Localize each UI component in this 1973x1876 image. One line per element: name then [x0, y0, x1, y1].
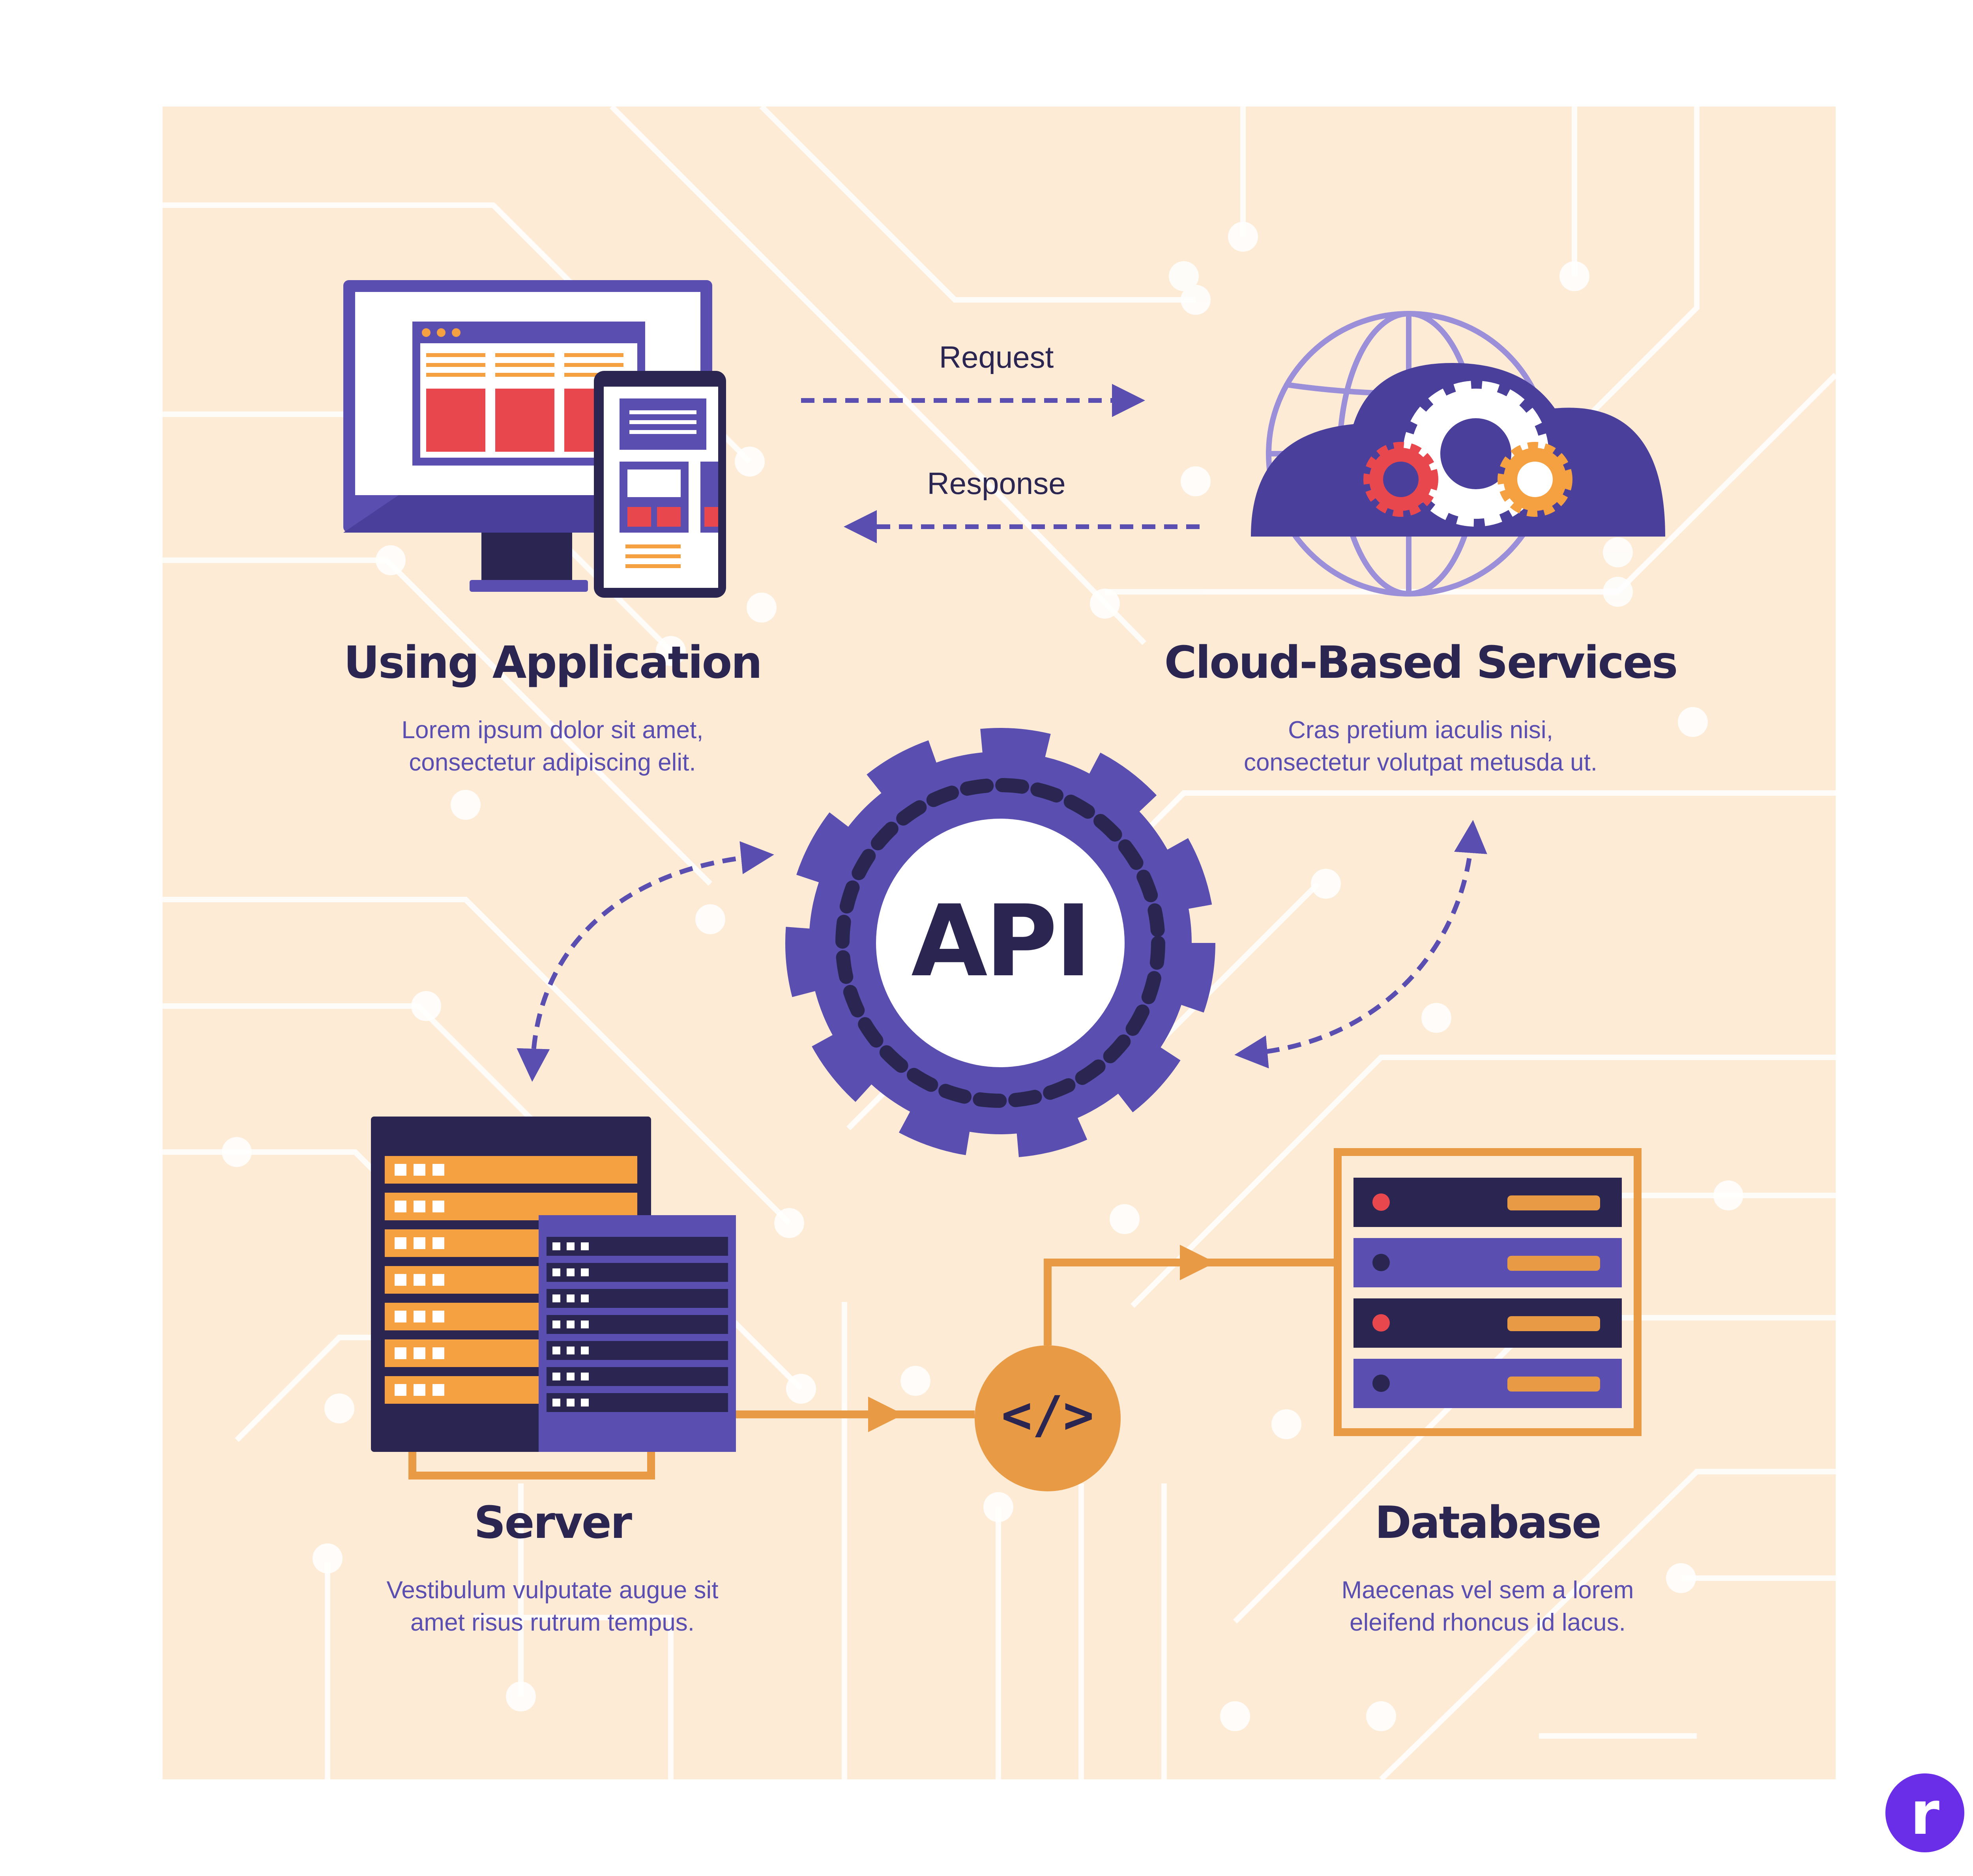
server-illustration: [371, 1117, 736, 1479]
server-light: [395, 1311, 406, 1322]
request-label: Request: [939, 340, 1054, 374]
api-label: API: [911, 884, 1092, 999]
application-illustration: [343, 280, 726, 598]
server-light: [567, 1242, 575, 1250]
server-rack-row: [547, 1289, 728, 1308]
database-title: Database: [1374, 1497, 1602, 1549]
database-status-light: [1372, 1254, 1390, 1271]
server-light: [432, 1237, 444, 1249]
server-light: [432, 1311, 444, 1322]
gear-icon-orange: [1498, 442, 1572, 517]
server-light: [581, 1320, 589, 1328]
server-light: [581, 1373, 589, 1380]
logo-badge: [1885, 1773, 1964, 1852]
database-status-light: [1372, 1375, 1390, 1392]
server-light: [395, 1237, 406, 1249]
server-light: [414, 1347, 425, 1359]
server-light: [581, 1242, 589, 1250]
database-desc-line2: eleifend rhoncus id lacus.: [1350, 1609, 1626, 1636]
server-rack-row: [547, 1393, 728, 1412]
application-title: Using Application: [343, 637, 762, 688]
server-light: [567, 1399, 575, 1407]
cloud-api-arrow: [1234, 820, 1487, 1068]
database-status-light: [1372, 1314, 1390, 1332]
server-light: [432, 1201, 444, 1212]
cloud-illustration: [1251, 311, 1665, 597]
server-light: [567, 1268, 575, 1276]
server-light: [414, 1201, 425, 1212]
server-light: [395, 1201, 406, 1212]
server-light: [395, 1384, 406, 1396]
server-light: [581, 1347, 589, 1354]
data-flow-lines: [736, 1259, 1338, 1418]
server-light: [552, 1242, 560, 1250]
server-rack-row: [547, 1263, 728, 1282]
flow-arrowhead: [868, 1397, 904, 1432]
logo-letter: r: [1910, 1779, 1939, 1848]
server-light: [552, 1320, 560, 1328]
cloud-desc-line2: consectetur volutpat metusda ut.: [1243, 749, 1598, 776]
circuit-nodes: [222, 222, 1743, 1731]
database-desc-line1: Maecenas vel sem a lorem: [1341, 1577, 1634, 1604]
database-drive-label: [1507, 1316, 1600, 1331]
server-light: [414, 1311, 425, 1322]
server-light: [432, 1274, 444, 1286]
cloud-title: Cloud-Based Services: [1164, 637, 1678, 688]
server-light: [432, 1347, 444, 1359]
server-rack-row: [547, 1315, 728, 1334]
database-drive-label: [1507, 1195, 1600, 1210]
server-api-arrow: [517, 841, 774, 1082]
server-light: [552, 1268, 560, 1276]
server-light: [552, 1347, 560, 1354]
server-title: Server: [474, 1497, 632, 1549]
server-light: [395, 1164, 406, 1176]
gear-icon-red: [1363, 442, 1438, 517]
database-drive-label: [1507, 1256, 1600, 1271]
server-light: [567, 1347, 575, 1354]
server-light: [432, 1384, 444, 1396]
server-light: [414, 1274, 425, 1286]
server-light: [567, 1294, 575, 1302]
server-light: [581, 1294, 589, 1302]
server-rack-row: [385, 1156, 637, 1184]
server-light: [552, 1373, 560, 1380]
server-light: [567, 1373, 575, 1380]
response-label: Response: [927, 466, 1066, 501]
server-desc-line2: amet risus rutrum tempus.: [410, 1609, 695, 1636]
server-light: [432, 1164, 444, 1176]
api-gear: [785, 728, 1215, 1158]
database-drive-label: [1507, 1377, 1600, 1392]
code-badge: [975, 1345, 1121, 1491]
server-light: [552, 1294, 560, 1302]
server-light: [552, 1399, 560, 1407]
server-desc-line1: Vestibulum vulputate augue sit: [386, 1577, 719, 1604]
server-light: [581, 1399, 589, 1407]
server-rack-row: [547, 1237, 728, 1256]
application-desc-line2: consectetur adipiscing elit.: [409, 749, 696, 776]
server-light: [581, 1268, 589, 1276]
code-badge-label: </>: [1001, 1385, 1094, 1445]
server-light: [567, 1320, 575, 1328]
server-light: [395, 1274, 406, 1286]
database-status-light: [1372, 1193, 1390, 1211]
flow-arrowhead: [1180, 1245, 1215, 1280]
server-light: [414, 1164, 425, 1176]
server-light: [414, 1384, 425, 1396]
server-light: [395, 1347, 406, 1359]
server-rack-row: [547, 1341, 728, 1360]
server-light: [414, 1237, 425, 1249]
database-illustration: [1334, 1148, 1642, 1436]
server-rack-row: [547, 1367, 728, 1386]
application-desc-line1: Lorem ipsum dolor sit amet,: [401, 716, 704, 744]
cloud-desc-line1: Cras pretium iaculis nisi,: [1288, 716, 1553, 744]
